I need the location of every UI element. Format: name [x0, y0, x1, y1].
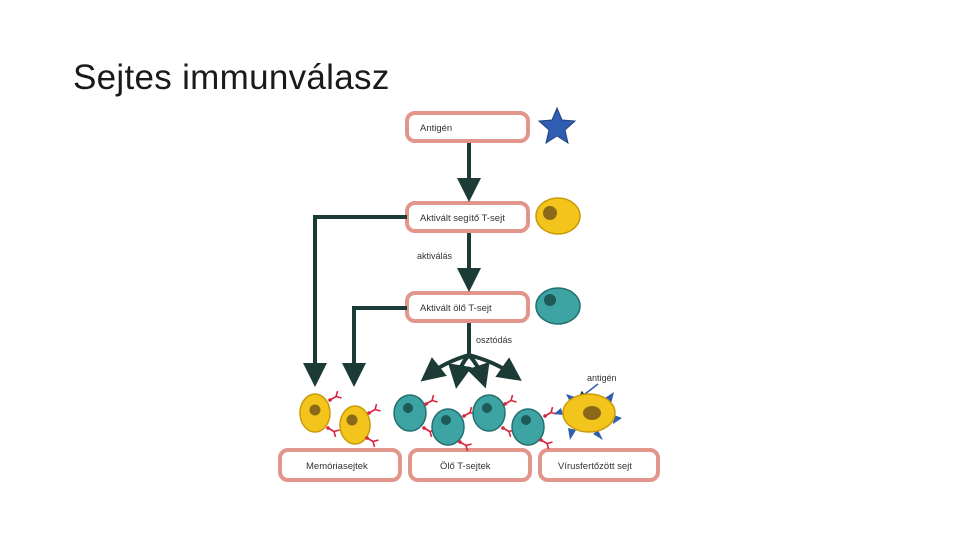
box-antigen-label: Antigén — [420, 123, 452, 134]
arrow-division-1 — [420, 353, 470, 382]
killer-t-cell-2 — [431, 406, 477, 452]
box-killer-cells: Ölő T-sejtek — [408, 448, 532, 482]
arrow-helper-to-memory — [303, 215, 407, 387]
box-memory: Memóriasejtek — [278, 448, 402, 482]
label-antigen-pointer: antigén — [587, 373, 617, 383]
box-killer-cells-label: Ölő T-sejtek — [440, 461, 491, 472]
label-division: osztódás — [476, 335, 513, 345]
virus-infected-cell-icon — [554, 392, 622, 440]
killer-t-cell-3 — [472, 394, 518, 438]
arrow-division-2 — [448, 353, 472, 389]
label-activation: aktiválás — [417, 251, 453, 261]
killer-t-cells-group — [393, 394, 558, 452]
box-antigen: Antigén — [405, 111, 530, 143]
box-memory-label: Memóriasejtek — [306, 461, 368, 472]
arrow-killer-to-memory — [342, 306, 407, 387]
slide-title: Sejtes immunválasz — [73, 58, 390, 97]
arrow-division-4 — [468, 353, 522, 381]
killer-t-cell-icon — [535, 287, 581, 325]
helper-t-cell-icon — [535, 197, 581, 235]
box-killer-t-label: Aktivált ölő T-sejt — [420, 303, 492, 314]
box-helper-t: Aktivált segítő T-sejt — [405, 201, 530, 233]
killer-t-cell-4 — [511, 406, 558, 450]
box-killer-t: Aktivált ölő T-sejt — [405, 291, 530, 323]
box-helper-t-label: Aktivált segítő T-sejt — [420, 213, 505, 224]
box-infected-label: Vírusfertőzött sejt — [558, 461, 632, 472]
box-infected: Vírusfertőzött sejt — [538, 448, 660, 482]
killer-t-cell-1 — [393, 394, 439, 438]
memory-cell-icon — [299, 390, 382, 448]
star-icon — [537, 106, 577, 145]
